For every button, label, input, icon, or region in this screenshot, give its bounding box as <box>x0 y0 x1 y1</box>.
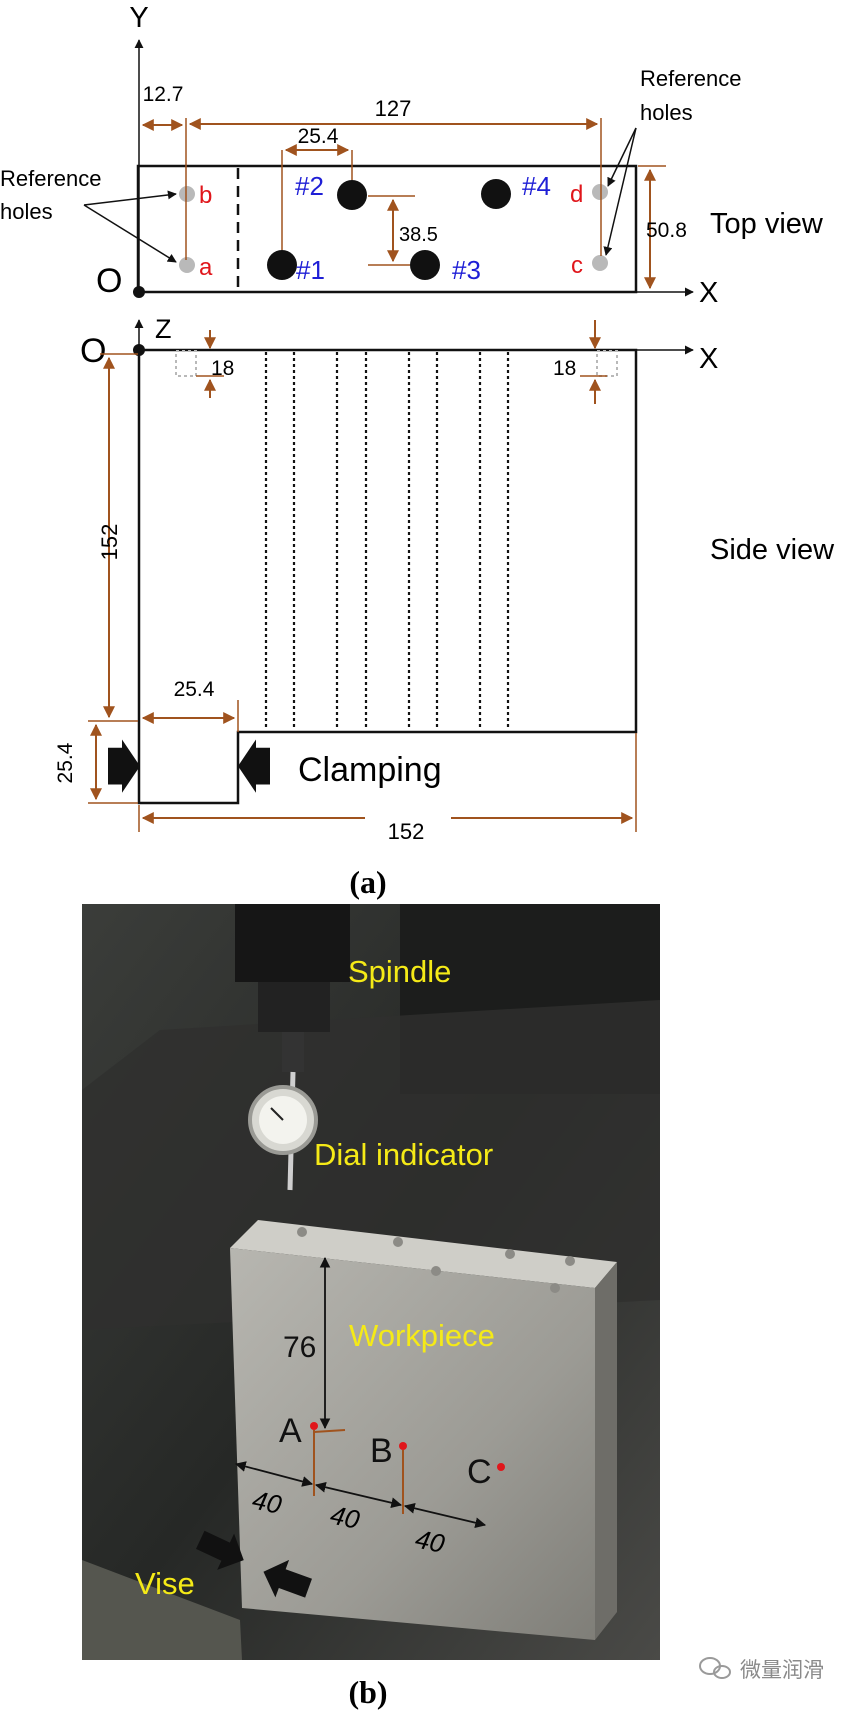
photo-panel: 76 A B C 40 40 40 Spindle Dial indicator… <box>82 904 660 1660</box>
ref-pointer-b <box>83 190 177 206</box>
hole-label-1: #1 <box>296 255 325 285</box>
dim-label-spacing-2: 40 <box>328 1500 363 1535</box>
side-view: Z O X 18 18 15 <box>54 314 835 844</box>
clamp-arrow-right <box>238 739 270 793</box>
wechat-icon-bubble <box>713 1665 731 1679</box>
dim-label-length: 152 <box>388 819 425 844</box>
dim-label-spacing-3: 40 <box>413 1524 448 1559</box>
x-axis-label-side: X <box>699 343 718 375</box>
machine-bed <box>82 1000 660 1330</box>
ref-hole-a <box>179 257 195 273</box>
workpiece-hole <box>297 1227 307 1237</box>
ext-line-a-horizontal <box>313 1429 346 1433</box>
dim-label-depth-left: 18 <box>211 357 234 380</box>
origin-label-side: O <box>80 332 106 370</box>
z-axis-label: Z <box>155 314 172 344</box>
side-view-outline <box>137 348 638 805</box>
top-view: Y X O b a d c #1 #2 #3 #4 Reference hole… <box>0 2 824 309</box>
dim-label-height-side: 152 <box>97 524 122 561</box>
dim-label-depth: 76 <box>283 1331 316 1364</box>
caption-b: (b) <box>348 1674 387 1710</box>
hole-depth-lines <box>264 352 510 730</box>
label-dial-indicator: Dial indicator <box>314 1137 493 1172</box>
dial-needle <box>270 1107 284 1121</box>
label-vise: Vise <box>135 1566 195 1601</box>
top-view-label: Top view <box>710 208 824 240</box>
ref-pointer-a <box>83 204 177 263</box>
ref-label-b: b <box>199 182 212 209</box>
point-a <box>310 1422 318 1430</box>
ref-hole-d <box>592 184 608 200</box>
point-c <box>497 1463 505 1471</box>
clamp-arrow-left <box>108 739 140 793</box>
hole-3 <box>410 250 440 280</box>
dim-label-hole-spacing-x: 25.4 <box>298 125 339 148</box>
workpiece-hole <box>431 1266 441 1276</box>
side-view-label: Side view <box>710 534 835 566</box>
hole-4 <box>481 179 511 209</box>
spindle-body <box>235 904 350 982</box>
hole-2 <box>337 180 367 210</box>
clamping-label: Clamping <box>298 751 442 789</box>
watermark-text: 微量润滑 <box>740 1659 824 1682</box>
caption-a: (a) <box>349 864 386 900</box>
vise-arrow-right <box>263 1559 312 1598</box>
vise-jaw <box>82 1560 242 1660</box>
hole-label-4: #4 <box>522 171 551 201</box>
dim-label-12-7: 12.7 <box>143 83 184 106</box>
ref-holes-label-left-1: Reference <box>0 166 102 191</box>
hole-label-2: #2 <box>295 171 324 201</box>
workpiece-hole <box>565 1256 575 1266</box>
ref-holes-label-right-1: Reference <box>640 66 742 91</box>
top-view-outline <box>136 164 638 294</box>
point-label-b: B <box>370 1432 393 1470</box>
ref-label-a: a <box>199 254 213 281</box>
workpiece-hole <box>550 1283 560 1293</box>
label-spindle: Spindle <box>348 954 451 989</box>
hole-1 <box>267 250 297 280</box>
watermark: 微量润滑 <box>699 1657 824 1682</box>
ref-hole-c <box>592 255 608 271</box>
workpiece-side <box>595 1262 617 1640</box>
dim-spacing-3 <box>403 1502 487 1529</box>
dim-label-spacing-1: 40 <box>250 1485 285 1520</box>
ref-hole-depth-right <box>596 350 618 377</box>
spindle-tool <box>282 1032 304 1072</box>
dim-label-hole-spacing-y: 38.5 <box>399 224 438 246</box>
ref-hole-depth-left <box>175 350 197 377</box>
dim-label-127: 127 <box>375 96 412 121</box>
point-b <box>399 1442 407 1450</box>
label-workpiece: Workpiece <box>349 1318 495 1353</box>
workpiece-top-holes <box>297 1227 575 1293</box>
point-label-c: C <box>467 1453 492 1491</box>
workpiece-hole <box>505 1249 515 1259</box>
origin-label-top: O <box>96 262 122 300</box>
workpiece-top <box>230 1220 617 1288</box>
dim-spacing-2 <box>314 1481 403 1509</box>
point-label-a: A <box>279 1412 302 1450</box>
dim-spacing-1 <box>234 1461 314 1487</box>
dim-label-clamp-height: 25.4 <box>54 742 77 783</box>
ref-label-c: c <box>571 252 583 279</box>
origin-point <box>133 286 145 298</box>
vise-arrow-left <box>196 1530 244 1570</box>
workpiece-hole <box>393 1237 403 1247</box>
hole-label-3: #3 <box>452 255 481 285</box>
y-axis-label: Y <box>129 2 148 34</box>
x-axis-label-top: X <box>699 277 718 309</box>
ref-holes-label-left-2: holes <box>0 199 53 224</box>
dim-length-label-bg <box>365 810 451 832</box>
ref-label-d: d <box>570 181 583 208</box>
wechat-icon <box>699 1657 721 1675</box>
ref-holes-label-right-2: holes <box>640 100 693 125</box>
spindle-collet <box>258 982 330 1032</box>
ref-hole-b <box>179 186 195 202</box>
dim-label-width: 50.8 <box>646 219 687 242</box>
ref-pointer-d <box>607 127 637 187</box>
ref-pointer-c <box>603 127 637 256</box>
dim-label-depth-right: 18 <box>553 357 576 380</box>
dim-label-clamp-width: 25.4 <box>174 678 215 701</box>
